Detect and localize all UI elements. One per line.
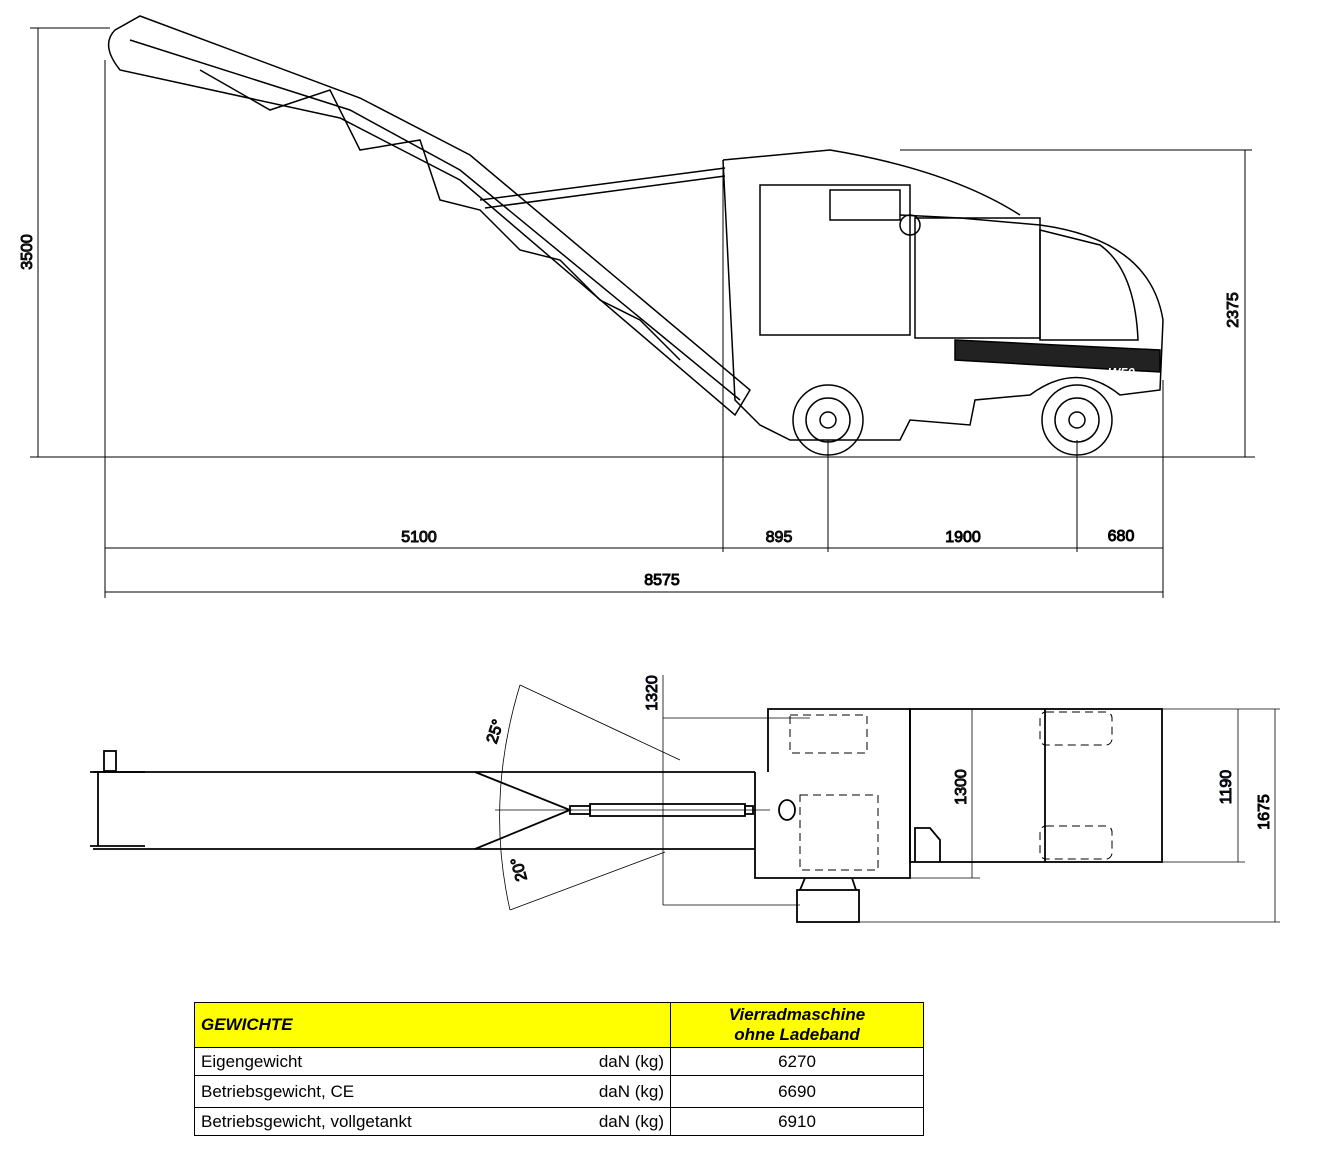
dim-2375: 2375 (1225, 292, 1242, 328)
dimension-lines (30, 27, 1255, 598)
header-gewichte: GEWICHTE (194, 1002, 671, 1048)
row-label: Betriebsgewicht, CE (193, 1075, 548, 1108)
dim-680: 680 (1108, 528, 1135, 545)
row-unit: daN (kg) (547, 1047, 671, 1076)
top-view-drawing (90, 708, 1163, 923)
dim-895: 895 (766, 529, 793, 546)
row-value: 6270 (670, 1047, 924, 1076)
row-value: 6910 (670, 1107, 924, 1136)
model-badge: W50 (1108, 365, 1136, 380)
dim-1190: 1190 (1218, 770, 1235, 805)
row-unit: daN (kg) (547, 1075, 671, 1108)
row-label: Eigengewicht (193, 1047, 548, 1076)
row-label: Betriebsgewicht, vollgetankt (193, 1107, 548, 1136)
dim-1900: 1900 (945, 529, 981, 546)
row-unit: daN (kg) (547, 1107, 671, 1136)
dim-3500: 3500 (19, 234, 36, 270)
angle-20: 20° (508, 855, 531, 883)
angle-25: 25° (484, 717, 508, 745)
hidden-lines (789, 711, 1113, 871)
top-dim-lines (495, 675, 1280, 923)
side-view-drawing: 3500 2375 5100 895 1900 680 8575 W50 25°… (19, 15, 1280, 923)
row-value: 6690 (670, 1075, 924, 1108)
dim-5100: 5100 (401, 529, 437, 546)
dim-1320: 1320 (644, 675, 661, 711)
conveyor (107, 15, 751, 417)
header-line-2: ohne Ladeband (734, 1025, 860, 1044)
dim-1300: 1300 (953, 769, 970, 805)
dim-8575: 8575 (644, 572, 680, 589)
machine-body (722, 149, 1164, 456)
header-line-1: Vierradmaschine (728, 1005, 866, 1024)
dim-1675: 1675 (1256, 794, 1273, 830)
